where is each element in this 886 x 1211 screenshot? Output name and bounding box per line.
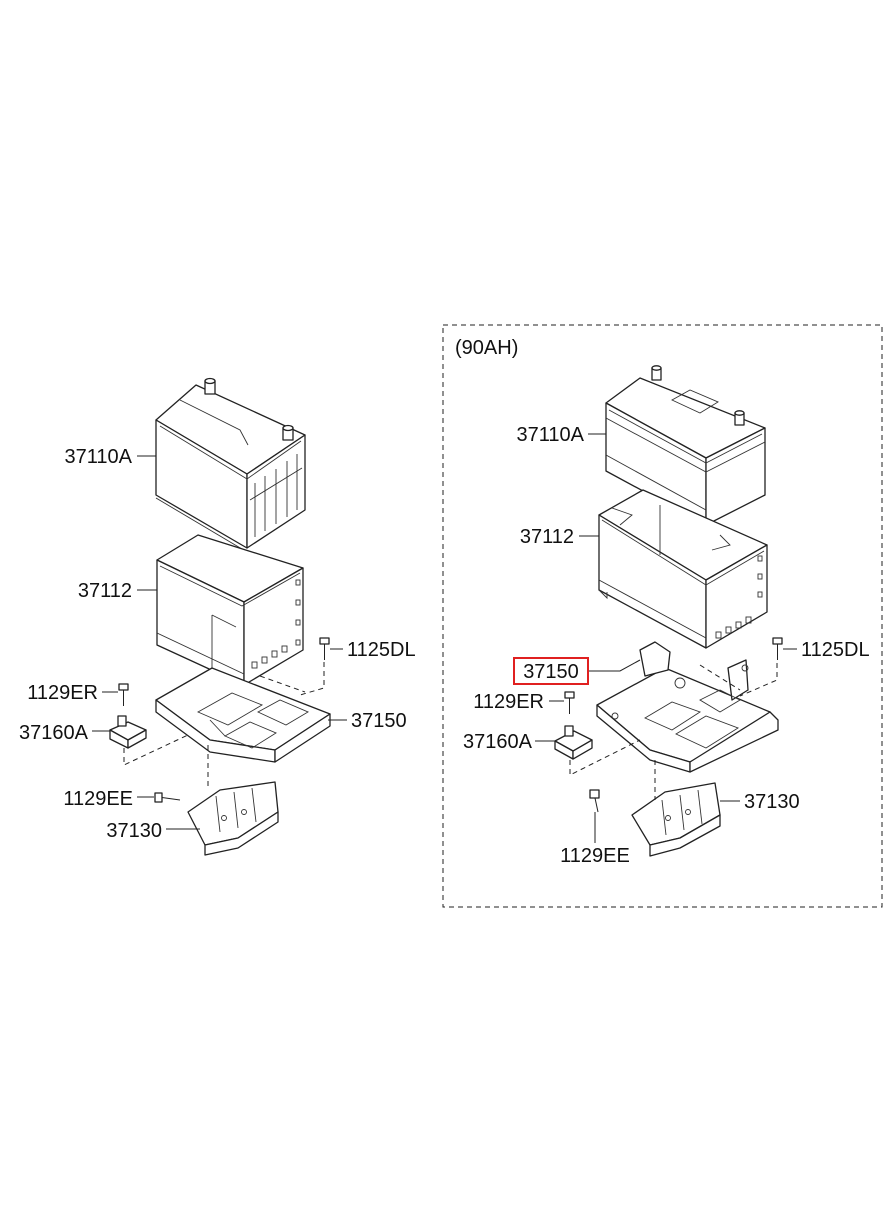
left-bolt-1125dl-leader <box>299 662 325 696</box>
right-label-battery-tray[interactable]: 37150 <box>523 661 579 683</box>
right-label-bolt-1129er: 1129ER <box>473 691 544 713</box>
left-battery-tray[interactable] <box>155 667 331 763</box>
left-battery-clamp[interactable] <box>109 715 147 749</box>
right-assembly-line-clamp <box>569 739 641 776</box>
left-bolt-1129er[interactable] <box>118 683 129 706</box>
highlight-box-37150 <box>513 657 589 685</box>
right-label-battery-clamp: 37160A <box>463 731 533 753</box>
left-battery[interactable] <box>155 377 306 553</box>
left-insulation-pad[interactable] <box>156 534 304 686</box>
right-battery[interactable] <box>605 365 766 526</box>
left-label-bolt-1129ee: 1129EE <box>63 788 133 810</box>
right-assembly <box>535 365 797 857</box>
left-label-tray-bracket: 37130 <box>106 820 162 842</box>
left-assembly <box>92 377 347 856</box>
right-battery-clamp[interactable] <box>554 725 593 760</box>
right-tray-bracket[interactable] <box>631 782 721 857</box>
left-label-battery-clamp: 37160A <box>19 722 89 744</box>
left-bolt-1125dl[interactable] <box>319 637 330 660</box>
right-label-bolt-1125dl: 1125DL <box>801 639 870 661</box>
left-label-bolt-1129er: 1129ER <box>27 682 98 704</box>
variant-group-box <box>442 324 883 908</box>
right-insulation-pad[interactable] <box>598 489 768 649</box>
left-label-bolt-1125dl: 1125DL <box>347 639 416 661</box>
right-battery-tray[interactable] <box>596 641 779 773</box>
left-label-insulation-pad: 37112 <box>78 580 132 602</box>
left-bolt-1129ee[interactable] <box>154 792 181 803</box>
left-label-battery: 37110A <box>65 446 133 468</box>
right-bolt-1129ee[interactable] <box>589 789 600 813</box>
right-bolt-1125dl[interactable] <box>772 637 783 660</box>
right-label-insulation-pad: 37112 <box>520 526 574 548</box>
variant-group-label: (90AH) <box>455 337 518 359</box>
right-bolt-1129er[interactable] <box>564 691 575 714</box>
right-label-bolt-1129ee: 1129EE <box>560 845 630 867</box>
right-label-battery: 37110A <box>517 424 585 446</box>
right-label-tray-bracket: 37130 <box>744 791 800 813</box>
left-label-battery-tray: 37150 <box>351 710 407 732</box>
left-assembly-line-clamp <box>123 733 191 766</box>
left-tray-bracket[interactable] <box>187 781 279 856</box>
